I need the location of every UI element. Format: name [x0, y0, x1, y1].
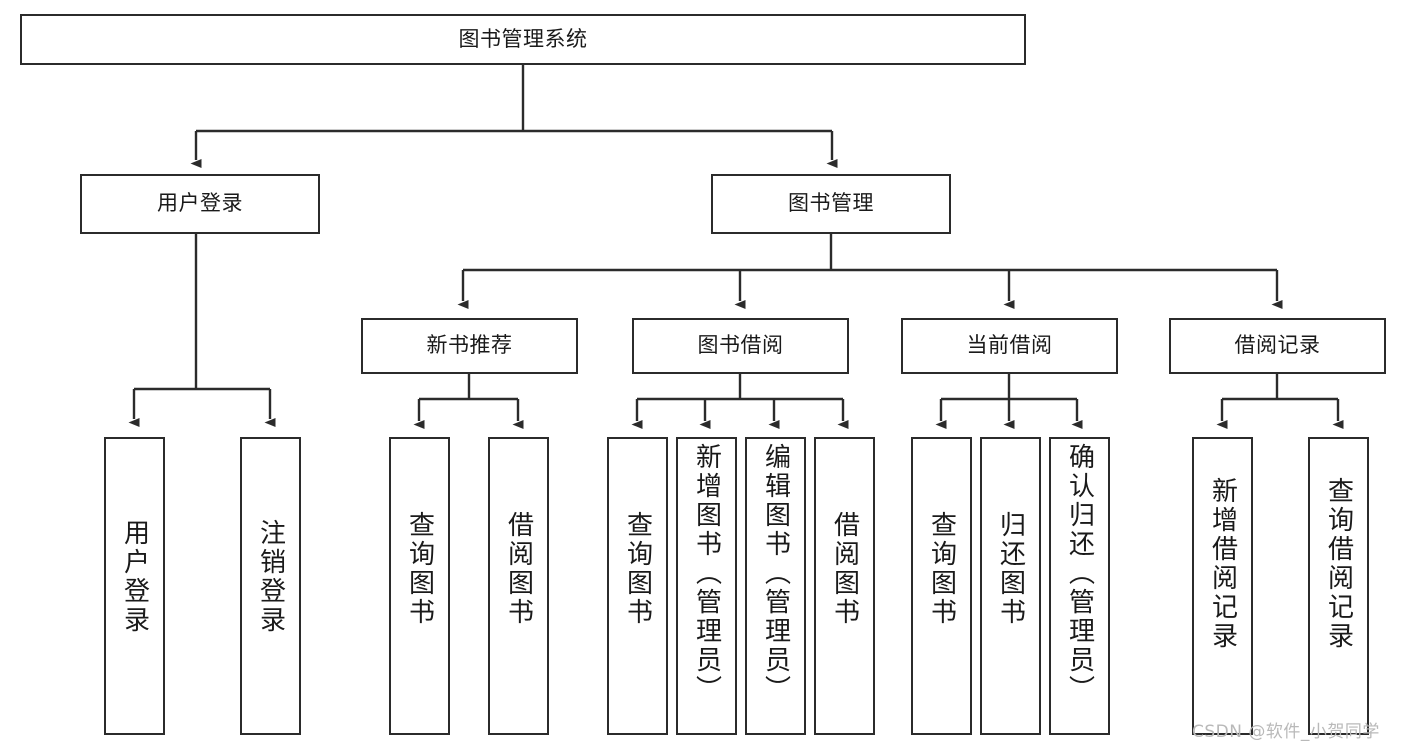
leaf-user-login[interactable]: 用户登录 — [104, 437, 165, 735]
leaf-logout[interactable]: 注销登录 — [240, 437, 301, 735]
leaf-query-book-3-label: 查询图书 — [926, 511, 957, 627]
leaf-edit-book[interactable]: 编辑图书（管理员） — [745, 437, 806, 735]
leaf-return-book[interactable]: 归还图书 — [980, 437, 1041, 735]
leaf-query-book-1-label: 查询图书 — [404, 511, 435, 627]
leaf-user-login-label: 用户登录 — [119, 519, 150, 635]
leaf-query-book-1[interactable]: 查询图书 — [389, 437, 450, 735]
leaf-query-book-2[interactable]: 查询图书 — [607, 437, 668, 735]
node-user-login[interactable]: 用户登录 — [80, 174, 320, 234]
leaf-confirm-return[interactable]: 确认归还（管理员） — [1049, 437, 1110, 735]
leaf-query-record[interactable]: 查询借阅记录 — [1308, 437, 1369, 735]
leaf-query-book-3[interactable]: 查询图书 — [911, 437, 972, 735]
leaf-confirm-return-label: 确认归还（管理员） — [1064, 443, 1095, 704]
node-current-borrow-label: 当前借阅 — [966, 333, 1053, 358]
csdn-watermark: CSDN @软件_小贺同学 — [1192, 722, 1380, 742]
node-book-manage[interactable]: 图书管理 — [711, 174, 951, 234]
leaf-add-record-label: 新增借阅记录 — [1207, 477, 1238, 651]
leaf-borrow-book-1[interactable]: 借阅图书 — [488, 437, 549, 735]
leaf-add-book-label: 新增图书（管理员） — [691, 443, 722, 704]
node-new-book-rec[interactable]: 新书推荐 — [361, 318, 578, 374]
node-current-borrow[interactable]: 当前借阅 — [901, 318, 1118, 374]
node-book-borrow[interactable]: 图书借阅 — [632, 318, 849, 374]
leaf-query-record-label: 查询借阅记录 — [1323, 477, 1354, 651]
node-book-manage-label: 图书管理 — [788, 191, 874, 216]
leaf-edit-book-label: 编辑图书（管理员） — [760, 443, 791, 704]
leaf-logout-label: 注销登录 — [255, 519, 286, 635]
node-root-label: 图书管理系统 — [458, 26, 588, 51]
leaf-add-record[interactable]: 新增借阅记录 — [1192, 437, 1253, 735]
leaf-borrow-book-1-label: 借阅图书 — [503, 511, 534, 627]
leaf-return-book-label: 归还图书 — [995, 511, 1026, 627]
node-borrow-record[interactable]: 借阅记录 — [1169, 318, 1386, 374]
leaf-borrow-book-2-label: 借阅图书 — [829, 511, 860, 627]
leaf-borrow-book-2[interactable]: 借阅图书 — [814, 437, 875, 735]
node-new-book-rec-label: 新书推荐 — [426, 333, 513, 358]
node-user-login-label: 用户登录 — [157, 191, 243, 216]
node-book-borrow-label: 图书借阅 — [697, 333, 784, 358]
node-root[interactable]: 图书管理系统 — [20, 14, 1026, 65]
leaf-query-book-2-label: 查询图书 — [622, 511, 653, 627]
leaf-add-book[interactable]: 新增图书（管理员） — [676, 437, 737, 735]
node-borrow-record-label: 借阅记录 — [1234, 333, 1321, 358]
